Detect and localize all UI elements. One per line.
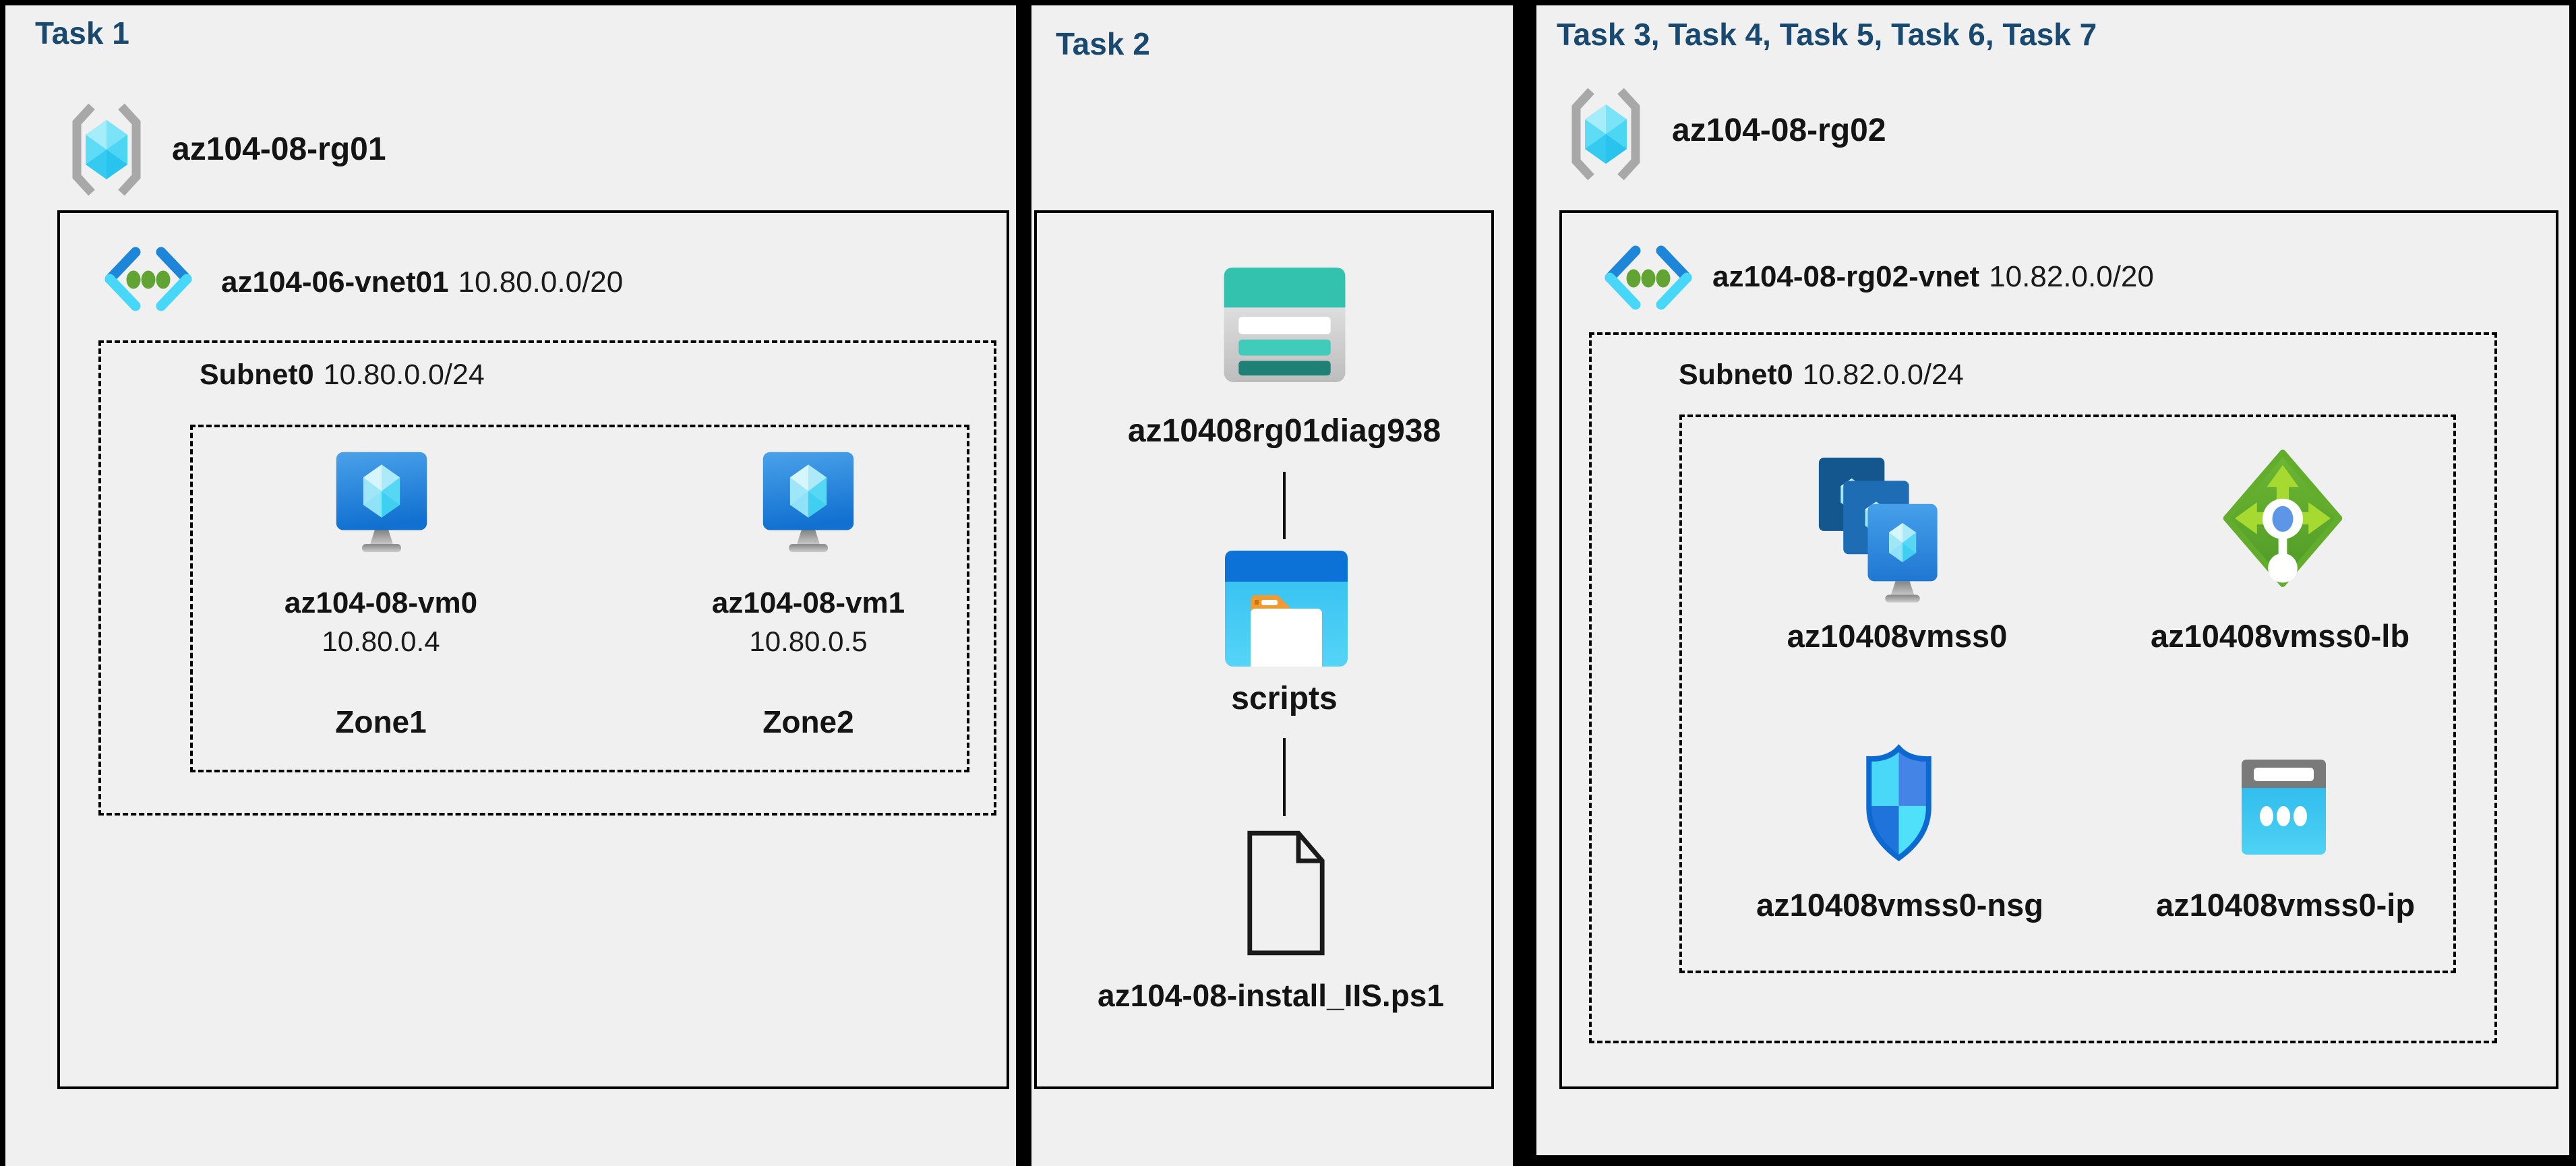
container-name: scripts [1231,681,1338,716]
storage-flow-box [1034,210,1494,1089]
subnet-label: Subnet0 10.82.0.0/24 [1679,359,1964,392]
subnet-name: Subnet0 [200,359,314,391]
vnet-name: az104-06-vnet01 [221,266,449,299]
resource-group-name: az104-08-rg02 [1672,113,1886,148]
resource-group-icon [1561,84,1650,184]
network-security-group-icon [1854,743,1944,863]
vm-ip: 10.80.0.4 [322,625,440,657]
resource-group-icon [62,100,151,200]
subnet-name: Subnet0 [1679,359,1793,391]
subnet-cidr: 10.82.0.0/24 [1802,359,1964,391]
script-file-icon [1245,828,1327,958]
blob-container-icon [1225,551,1348,667]
resource-group-inner-box [1679,415,2456,973]
subnet-label: Subnet0 10.80.0.0/24 [200,359,485,392]
vnet-box [57,210,1009,1089]
vm-scale-set-icon [1818,456,1946,603]
task2-panel: Task 2 az10408rg01diag938 scripts az104-… [1031,5,1513,1166]
vnet-label: az104-08-rg02-vnet 10.82.0.0/20 [1712,260,2154,294]
virtual-machine-icon [334,448,429,557]
virtual-network-icon [1598,241,1699,314]
storage-account-icon [1224,268,1346,382]
resource-group-name: az104-08-rg01 [172,131,386,167]
vnet-cidr: 10.82.0.0/20 [1989,260,2154,293]
task1-title: Task 1 [35,16,129,51]
storage-account-name: az10408rg01diag938 [1127,413,1441,449]
vm-zone: Zone1 [335,704,427,739]
public-ip-name: az10408vmss0-ip [2155,887,2416,923]
task3-7-title: Task 3, Task 4, Task 5, Task 6, Task 7 [1557,17,2097,52]
vm-zone: Zone2 [762,704,854,739]
virtual-network-icon [98,243,199,315]
connector-line [1283,738,1286,816]
vmss-name: az10408vmss0 [1787,618,2008,654]
task2-title: Task 2 [1056,26,1150,61]
load-balancer-icon [2221,447,2344,590]
subnet-box [1589,332,2497,1043]
nsg-name: az10408vmss0-nsg [1756,887,2043,923]
task3-7-panel: Task 3, Task 4, Task 5, Task 6, Task 7 a… [1536,5,2569,1155]
vm-name: az104-08-vm1 [711,586,905,619]
vm-name: az104-08-vm0 [284,586,478,619]
script-file-name: az104-08-install_IIS.ps1 [1098,978,1444,1013]
load-balancer-name: az10408vmss0-lb [2150,618,2410,654]
vnet-label: az104-06-vnet01 10.80.0.0/20 [221,266,623,299]
vnet-name: az104-08-rg02-vnet [1712,260,1980,293]
vm-group-box [190,425,969,772]
subnet-cidr: 10.80.0.0/24 [323,359,485,391]
task1-panel: Task 1 az104-08-rg01 az104-06-vnet01 10.8… [5,5,1016,1166]
connector-line [1283,472,1286,539]
virtual-machine-icon [761,448,856,557]
public-ip-icon [2242,760,2326,855]
vnet-cidr: 10.80.0.0/20 [458,266,624,299]
vnet-box [1559,210,2558,1089]
subnet-box [98,340,996,816]
vm-ip: 10.80.0.5 [749,625,868,657]
